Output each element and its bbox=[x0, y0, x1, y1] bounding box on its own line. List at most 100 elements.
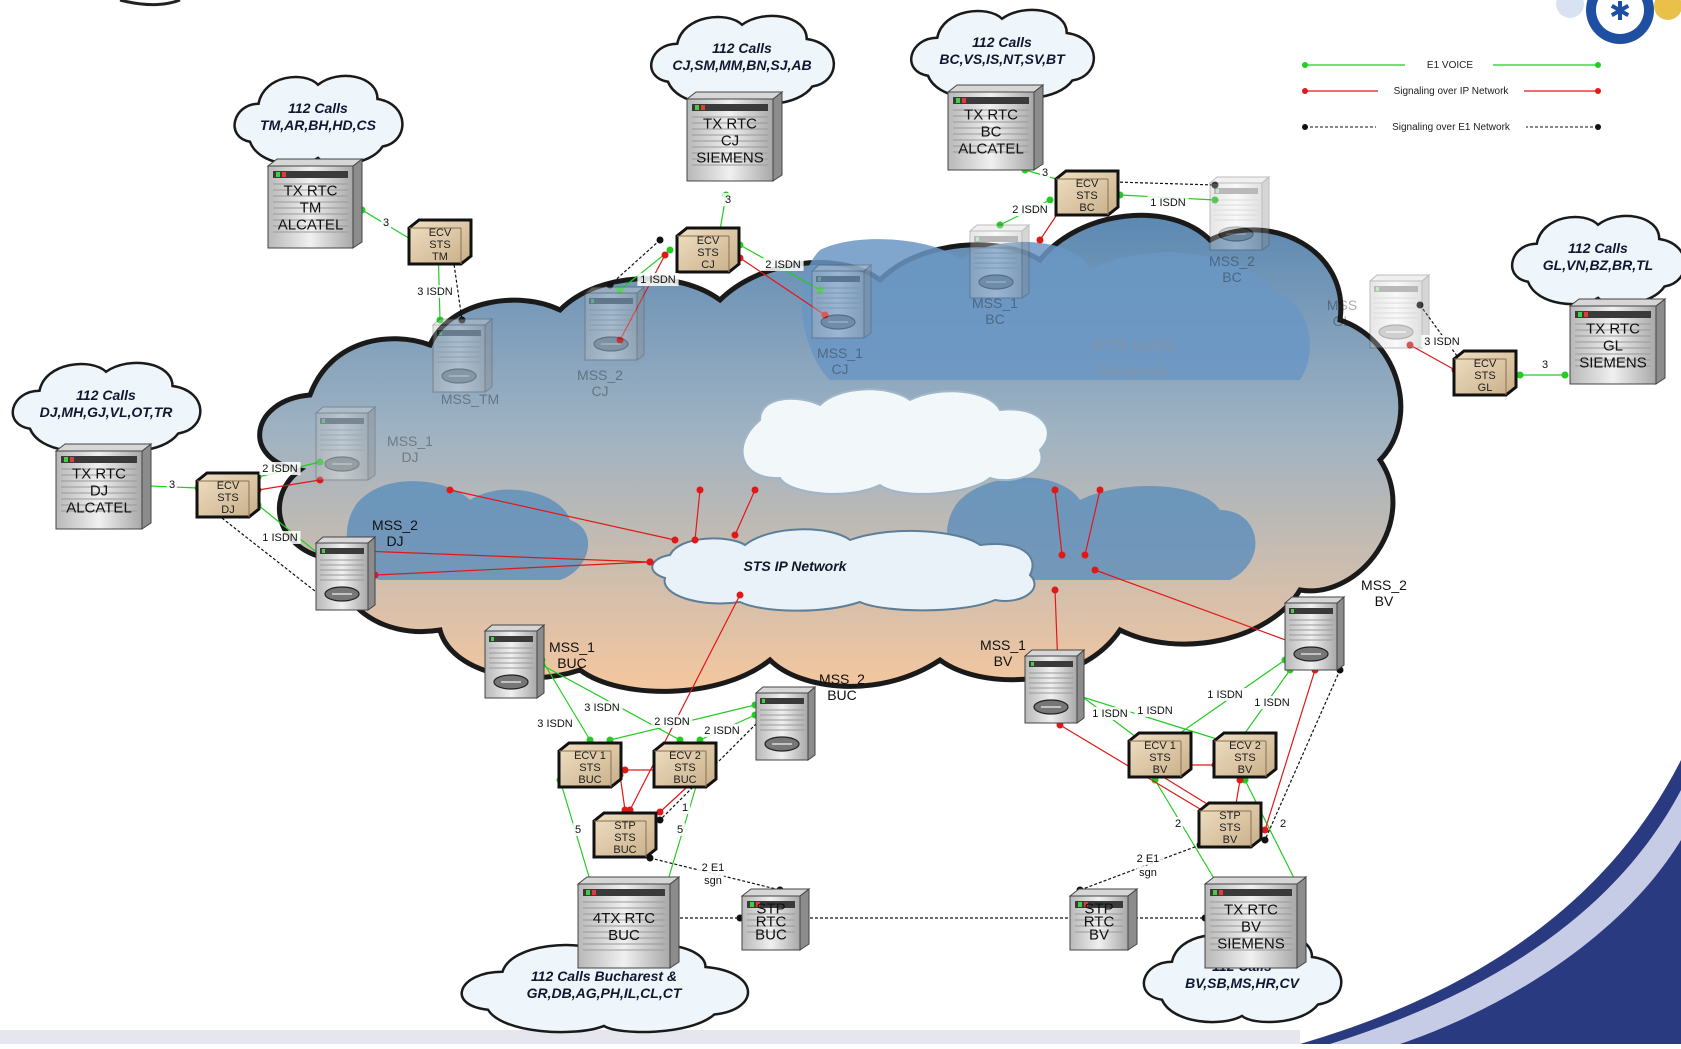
call-cloud-cj-line2: CJ,SM,MM,BN,SJ,AB bbox=[672, 57, 811, 73]
mss-tm-router-icon bbox=[441, 368, 477, 384]
mss-buc1-label2: BUC bbox=[557, 655, 587, 671]
mss-bv2-label1: MSS_2 bbox=[1361, 577, 1407, 593]
bottom-band bbox=[0, 1030, 1300, 1044]
ecv-stp_bv-line1: STP bbox=[1219, 810, 1240, 822]
svg-text:1 ISDN: 1 ISDN bbox=[1150, 197, 1186, 209]
mss-buc1-label1: MSS_1 bbox=[549, 639, 595, 655]
mss-gl-router-icon bbox=[1378, 324, 1414, 340]
tx-server-bc-line3: ALCATEL bbox=[958, 141, 1024, 158]
mss-cj2-label1: MSS_2 bbox=[577, 367, 623, 383]
svg-text:sgn: sgn bbox=[1139, 867, 1157, 879]
svg-text:2 ISDN: 2 ISDN bbox=[262, 463, 298, 475]
link-label-bc-isdn1: 1 ISDN bbox=[1147, 196, 1189, 209]
ecv-bv1-line2: STS bbox=[1149, 752, 1170, 764]
link-label-bv-e1: 2 E1 bbox=[1133, 852, 1163, 865]
mss-cj1-label1: MSS_1 bbox=[817, 345, 863, 361]
mss-cj1-label2: CJ bbox=[831, 361, 848, 377]
ecv-buc2-line2: STS bbox=[674, 762, 695, 774]
legend-ip: Signaling over IP Network bbox=[1394, 86, 1510, 97]
tx-server-cj-line2: CJ bbox=[721, 133, 739, 150]
call-cloud-bc-line2: BC,VS,IS,NT,SV,BT bbox=[939, 51, 1066, 67]
tx-server-bv-line1: TX RTC bbox=[1224, 902, 1278, 919]
wan-label-line2: Network bbox=[1097, 361, 1169, 381]
ecv-tm-line2: STS bbox=[429, 239, 450, 251]
mss-bv1-label2: BV bbox=[994, 653, 1013, 669]
ecv-cj-line1: ECV bbox=[697, 235, 720, 247]
mss-gl-label2: GL bbox=[1333, 313, 1352, 329]
mss-tm-label1: MSS_TM bbox=[441, 391, 499, 407]
tx-server-buc-line2: BUC bbox=[608, 927, 640, 944]
stp-rtc-buc-line1: STP bbox=[756, 901, 785, 918]
call-cloud-dj-line1: 112 Calls bbox=[76, 387, 136, 403]
link-ipnet-1 bbox=[446, 486, 679, 544]
call-cloud-tm-line1: 112 Calls bbox=[288, 100, 348, 116]
mss-dj1: MSS_1DJ bbox=[314, 405, 433, 481]
ip-network-cloud: STS IP Network bbox=[651, 528, 1036, 612]
ecv-bc-line2: STS bbox=[1076, 190, 1097, 202]
svg-text:3: 3 bbox=[169, 479, 175, 491]
tx-server-cj-line3: SIEMENS bbox=[696, 150, 764, 167]
ecv-gl-line3: GL bbox=[1478, 382, 1493, 394]
ecv-bv1-line3: BV bbox=[1153, 764, 1168, 776]
ecv-cj-line2: STS bbox=[697, 247, 718, 259]
wan-cloud: STS WAN Network bbox=[257, 212, 1404, 694]
mss-bc1-label1: MSS_1 bbox=[972, 295, 1018, 311]
mss-dj2-label1: MSS_2 bbox=[372, 517, 418, 533]
svg-text:3 ISDN: 3 ISDN bbox=[584, 702, 620, 714]
ecv-stp_bv-line2: STS bbox=[1219, 822, 1240, 834]
mss-buc2-label2: BUC bbox=[827, 687, 857, 703]
ecv-gl-line2: STS bbox=[1474, 370, 1495, 382]
ecv-bv2-line2: STS bbox=[1234, 752, 1255, 764]
ecv-dj-line2: STS bbox=[217, 492, 238, 504]
mss-gl-label1: MSS bbox=[1327, 297, 1357, 313]
stp-rtc-buc-line3: BUC bbox=[755, 927, 787, 944]
tx-server-dj-line1: TX RTC bbox=[72, 466, 126, 483]
call-cloud-bv-line2: BV,SB,MS,HR,CV bbox=[1185, 975, 1301, 991]
mss-bc2-label1: MSS_2 bbox=[1209, 253, 1255, 269]
link-label-cj-ecv: 3 bbox=[722, 193, 734, 206]
legend-voice: E1 VOICE bbox=[1427, 60, 1473, 71]
corner-swoosh bbox=[1300, 760, 1681, 1044]
tx-server-gl-line1: TX RTC bbox=[1586, 321, 1640, 338]
ecv-buc2-line1: ECV 2 bbox=[669, 750, 701, 762]
mss-bv1-label1: MSS_1 bbox=[980, 637, 1026, 653]
tx-server-cj-line1: TX RTC bbox=[703, 116, 757, 133]
svg-text:1 ISDN: 1 ISDN bbox=[1254, 697, 1290, 709]
link-label-dj-ecv: 3 bbox=[166, 478, 178, 491]
link-mss2bv-stpbv bbox=[1261, 666, 1319, 834]
svg-text:1 ISDN: 1 ISDN bbox=[262, 532, 298, 544]
link-label-buc-2isdn-b: 2 ISDN bbox=[701, 724, 743, 737]
call-cloud-buc-line1: 112 Calls Bucharest & bbox=[531, 968, 677, 984]
ecv-bv1-line1: ECV 1 bbox=[1144, 740, 1176, 752]
ecv-tm-line1: ECV bbox=[429, 227, 452, 239]
tx-server-tm-line1: TX RTC bbox=[284, 183, 338, 200]
mss-bv2-label2: BV bbox=[1375, 593, 1394, 609]
mss-dj2-label2: DJ bbox=[386, 533, 403, 549]
ecv-buc1-line3: BUC bbox=[578, 774, 601, 786]
svg-text:2: 2 bbox=[1280, 818, 1286, 830]
link-ecvcj-mss2cj bbox=[616, 246, 674, 294]
svg-text:3: 3 bbox=[725, 194, 731, 206]
stp-rtc-bv-line3: BV bbox=[1089, 927, 1109, 944]
link-ecvcj-mss2cj-sig bbox=[606, 236, 664, 289]
corner-swoosh-light bbox=[1330, 790, 1681, 1044]
link-txgl-ecvgl bbox=[1516, 371, 1569, 379]
svg-text:1: 1 bbox=[682, 802, 688, 814]
ecv-stp_buc-line2: STS bbox=[614, 832, 635, 844]
call-cloud-cj-line1: 112 Calls bbox=[712, 40, 772, 56]
legend-e1: Signaling over E1 Network bbox=[1392, 122, 1511, 133]
wan-label-line1: STS WAN bbox=[1092, 336, 1174, 356]
svg-text:1 ISDN: 1 ISDN bbox=[1207, 689, 1243, 701]
call-cloud-dj-line2: DJ,MH,GJ,VL,OT,TR bbox=[40, 404, 174, 420]
